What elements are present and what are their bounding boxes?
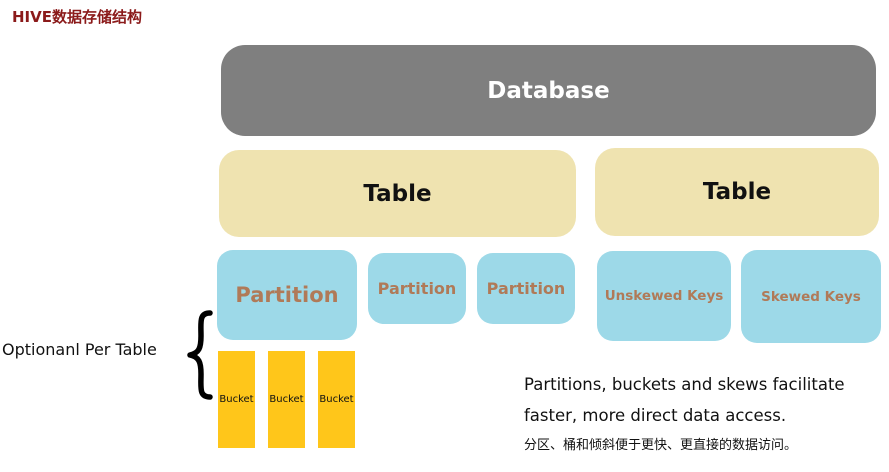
description-text: Partitions, buckets and skews facilitate… bbox=[524, 369, 845, 431]
diagram-title: HIVE数据存储结构 bbox=[12, 8, 142, 26]
skewed-keys-box: Skewed Keys bbox=[741, 250, 881, 343]
partition-box-2: Partition bbox=[368, 253, 466, 324]
bucket-box-2: Bucket bbox=[268, 351, 305, 448]
database-box: Database bbox=[221, 45, 876, 136]
unskewed-keys-box: Unskewed Keys bbox=[597, 251, 731, 341]
description-chinese: 分区、桶和倾斜便于更快、更直接的数据访问。 bbox=[524, 438, 798, 453]
description-line-2: faster, more direct data access. bbox=[524, 406, 787, 425]
table-box-right: Table bbox=[595, 148, 879, 236]
curly-brace-icon bbox=[187, 310, 213, 400]
description-line-1: Partitions, buckets and skews facilitate bbox=[524, 375, 845, 394]
bucket-box-1: Bucket bbox=[218, 351, 255, 448]
optional-per-table-label: Optionanl Per Table bbox=[2, 340, 157, 359]
table-box-left: Table bbox=[219, 150, 576, 237]
partition-box-1: Partition bbox=[217, 250, 357, 340]
partition-box-3: Partition bbox=[477, 253, 575, 324]
bucket-box-3: Bucket bbox=[318, 351, 355, 448]
